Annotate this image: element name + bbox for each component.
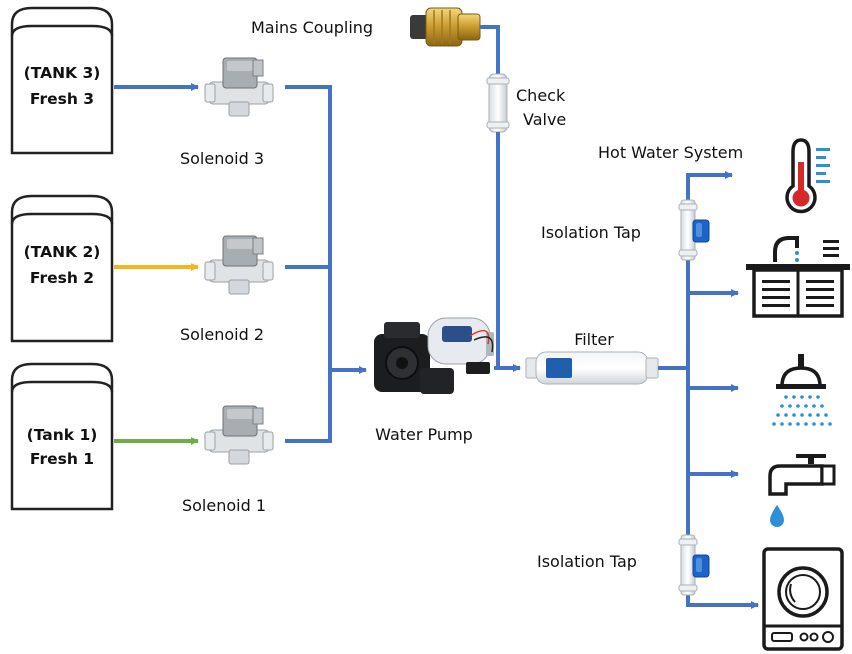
mains-coupling [410,7,481,47]
solenoid-1-outlet-pipe [285,370,332,443]
kitchen-sink-icon [746,236,850,318]
tank-2-label-line2: Fresh 2 [30,269,94,287]
filter-label: Filter [574,330,614,349]
solenoid-1-label: Solenoid 1 [182,496,266,515]
check-valve [486,73,510,133]
tank-3-label-line1: (TANK 3) [24,64,101,82]
check-valve-label-line1: Check [516,86,566,105]
solenoid-2-outlet-pipe [285,265,332,370]
water-pump-label: Water Pump [375,425,473,444]
solenoid-2-label: Solenoid 2 [180,325,264,344]
solenoid-1 [204,405,274,465]
filter [525,351,659,385]
mains-supply-pipe [480,25,500,74]
tank-1-label-line1: (Tank 1) [27,426,98,444]
check-valve-label-line2: Valve [523,110,566,129]
tank-2-label-line1: (TANK 2) [24,243,101,261]
tank-1: (Tank 1) Fresh 1 [10,362,114,511]
isolation-tap-bottom-label: Isolation Tap [537,552,637,571]
isolation-tap-top [678,199,710,261]
tank-3-label-line2: Fresh 3 [30,90,94,108]
tank-2: (TANK 2) Fresh 2 [10,194,114,343]
isolation-tap-top-label: Isolation Tap [541,223,641,242]
mains-coupling-label: Mains Coupling [251,18,373,37]
tank-3: (TANK 3) Fresh 3 [10,6,114,155]
tank-1-label-line2: Fresh 1 [30,450,94,468]
solenoid-3 [204,57,274,117]
solenoid-3-outlet-pipe [285,85,332,267]
solenoid-2 [204,235,274,295]
solenoid-3-label: Solenoid 3 [180,149,264,168]
shower-icon [772,354,832,426]
washing-machine-icon [762,547,844,651]
faucet-icon [768,454,836,527]
hot-water-system-label: Hot Water System [598,143,743,162]
thermometer-icon [785,138,830,214]
water-pump [374,317,494,394]
isolation-tap-bottom [678,534,710,596]
